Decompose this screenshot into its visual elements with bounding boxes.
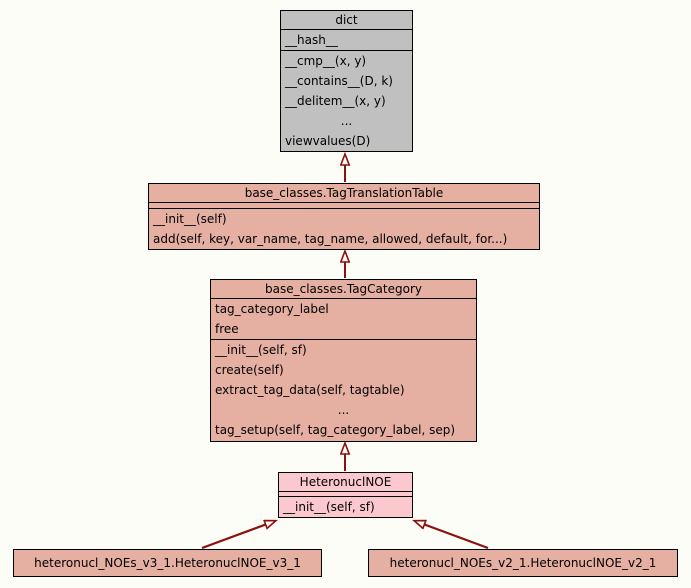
class-box-heteronuclnoe: HeteronuclNOE __init__(self, sf) — [278, 472, 413, 518]
methods-section: __init__(self, sf) — [279, 496, 412, 517]
attribute-row: free — [215, 322, 239, 336]
attributes-section: __hash__ — [281, 29, 412, 50]
class-box-heteronuclnoe-v2-1: heteronucl_NOEs_v2_1.HeteronuclNOE_v2_1 — [368, 549, 678, 577]
class-name-heteronuclnoe-v3-1: heteronucl_NOEs_v3_1.HeteronuclNOE_v3_1 — [34, 556, 301, 570]
class-box-tagcategory: base_classes.TagCategory tag_category_la… — [210, 279, 477, 442]
inheritance-arrow-v2-to-heteronuclnoe — [415, 521, 489, 550]
method-row: add(self, key, var_name, tag_name, allow… — [153, 232, 508, 246]
attributes-section-empty — [279, 491, 412, 496]
attribute-row: __hash__ — [285, 33, 338, 47]
methods-section: __cmp__(x, y) __contains__(D, k) __delit… — [281, 50, 412, 151]
method-row: __delitem__(x, y) — [285, 94, 386, 108]
method-row: __init__(self, sf) — [215, 343, 307, 357]
ellipsis-row: ... — [340, 114, 353, 128]
ellipsis-row: ... — [337, 403, 350, 417]
class-name-tagtranslationtable: base_classes.TagTranslationTable — [244, 186, 444, 200]
method-row: viewvalues(D) — [285, 134, 371, 148]
class-name-heteronuclnoe-v2-1: heteronucl_NOEs_v2_1.HeteronuclNOE_v2_1 — [389, 556, 657, 570]
class-box-tagtranslationtable: base_classes.TagTranslationTable __init_… — [148, 183, 540, 250]
attributes-section: tag_category_label free — [211, 298, 476, 339]
methods-section: __init__(self) add(self, key, var_name, … — [149, 208, 539, 249]
class-name-dict: dict — [335, 13, 358, 27]
method-row: __init__(self, sf) — [283, 500, 375, 514]
class-name-tagcategory: base_classes.TagCategory — [265, 282, 422, 296]
method-row: tag_setup(self, tag_category_label, sep) — [215, 423, 456, 437]
class-name-heteronuclnoe: HeteronuclNOE — [299, 475, 392, 489]
method-row: __cmp__(x, y) — [285, 54, 367, 68]
method-row: create(self) — [215, 363, 284, 377]
attributes-section-empty — [149, 202, 539, 208]
class-box-dict: dict __hash__ __cmp__(x, y) __contains__… — [280, 10, 413, 152]
class-box-heteronuclnoe-v3-1: heteronucl_NOEs_v3_1.HeteronuclNOE_v3_1 — [13, 549, 322, 577]
method-row: extract_tag_data(self, tagtable) — [215, 383, 405, 397]
inheritance-arrow-v3-to-heteronuclnoe — [201, 521, 275, 550]
attribute-row: tag_category_label — [215, 302, 329, 316]
methods-section: __init__(self, sf) create(self) extract_… — [211, 339, 476, 440]
method-row: __init__(self) — [153, 212, 227, 226]
method-row: __contains__(D, k) — [285, 74, 393, 88]
